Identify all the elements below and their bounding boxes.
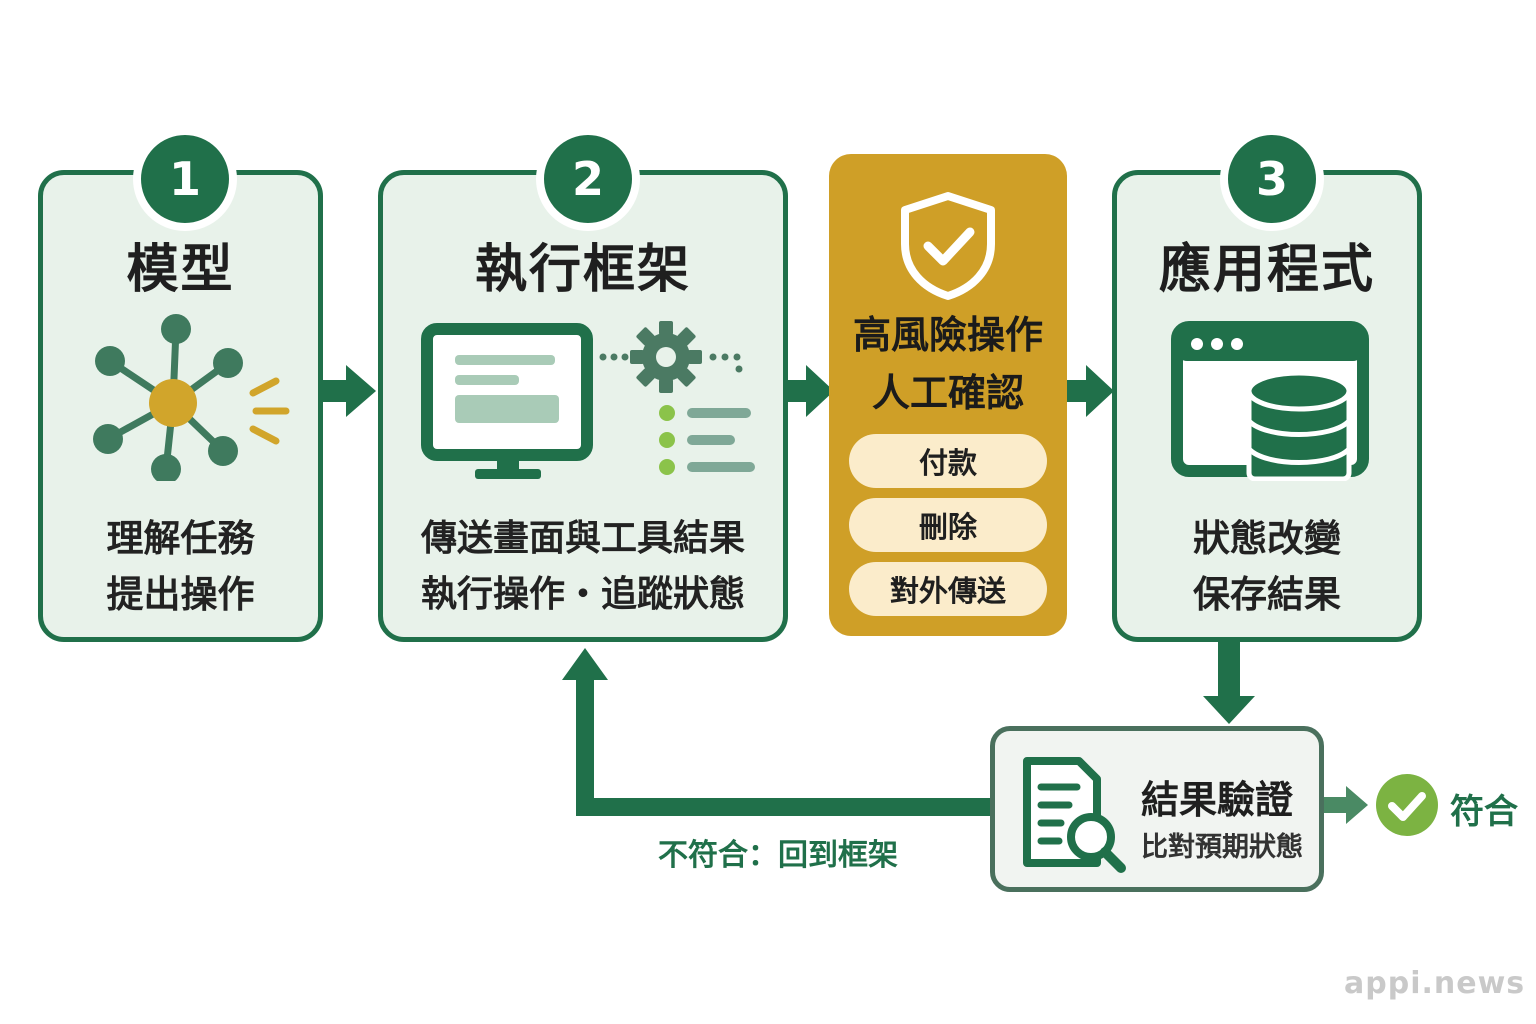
monitor-gear-list-icon [421,321,755,479]
approval-title: 高風險操作 人工確認 [829,306,1067,422]
step-framework-card: 2 執行框架 [378,127,788,642]
step-number-badge: 3 [1220,127,1324,231]
desc-line: 狀態改變 [1193,517,1341,560]
high-risk-approval-card: 高風險操作 人工確認 付款 刪除 對外傳送 [829,154,1067,636]
desc-line: 提出操作 [106,573,255,616]
arrow-verify-to-pass [1322,786,1368,824]
check-circle-icon [1376,774,1438,836]
watermark: appi.news [1344,966,1526,1001]
step-description: 理解任務 提出操作 [43,511,318,623]
loop-back-label: 不符合：回到框架 [658,838,898,873]
approval-item-delete: 刪除 [849,498,1047,552]
arrow-app-to-verify [1203,642,1255,724]
step-application-card: 3 應用程式 狀態改變 保存結果 [1112,127,1422,642]
approval-title-line: 高風險操作 [852,313,1043,357]
verify-title: 結果驗證 [1141,778,1294,822]
verify-subtitle: 比對預期狀態 [1141,832,1303,863]
window-database-icon [1171,321,1369,481]
step-number-badge: 2 [536,127,640,231]
desc-line: 保存結果 [1193,573,1341,616]
desc-line: 執行操作・追蹤狀態 [420,574,745,615]
shield-check-icon [901,192,995,300]
step-title: 模型 [126,240,235,300]
document-search-icon [1023,757,1126,873]
step-description: 狀態改變 保存結果 [1117,511,1417,623]
step-description: 傳送畫面與工具結果 執行操作・追蹤狀態 [383,511,783,623]
arrow-framework-to-approval [786,365,834,417]
pass-label: 符合 [1450,792,1518,832]
step-title: 執行框架 [474,240,691,300]
approval-item-external-send: 對外傳送 [849,562,1047,616]
desc-line: 理解任務 [106,517,255,560]
approval-title-line: 人工確認 [871,371,1024,415]
network-node-icon [93,314,290,481]
step-title: 應用程式 [1158,240,1375,300]
arrow-model-to-framework [322,365,376,417]
approval-item-payment: 付款 [849,434,1047,488]
desc-line: 傳送畫面與工具結果 [420,518,745,559]
loop-back-arrow [562,648,992,816]
step-number-badge: 1 [133,127,237,231]
arrow-approval-to-app [1066,365,1114,417]
result-verification-card: 結果驗證 比對預期狀態 [990,726,1324,892]
step-model-card: 1 模型 [38,127,323,642]
